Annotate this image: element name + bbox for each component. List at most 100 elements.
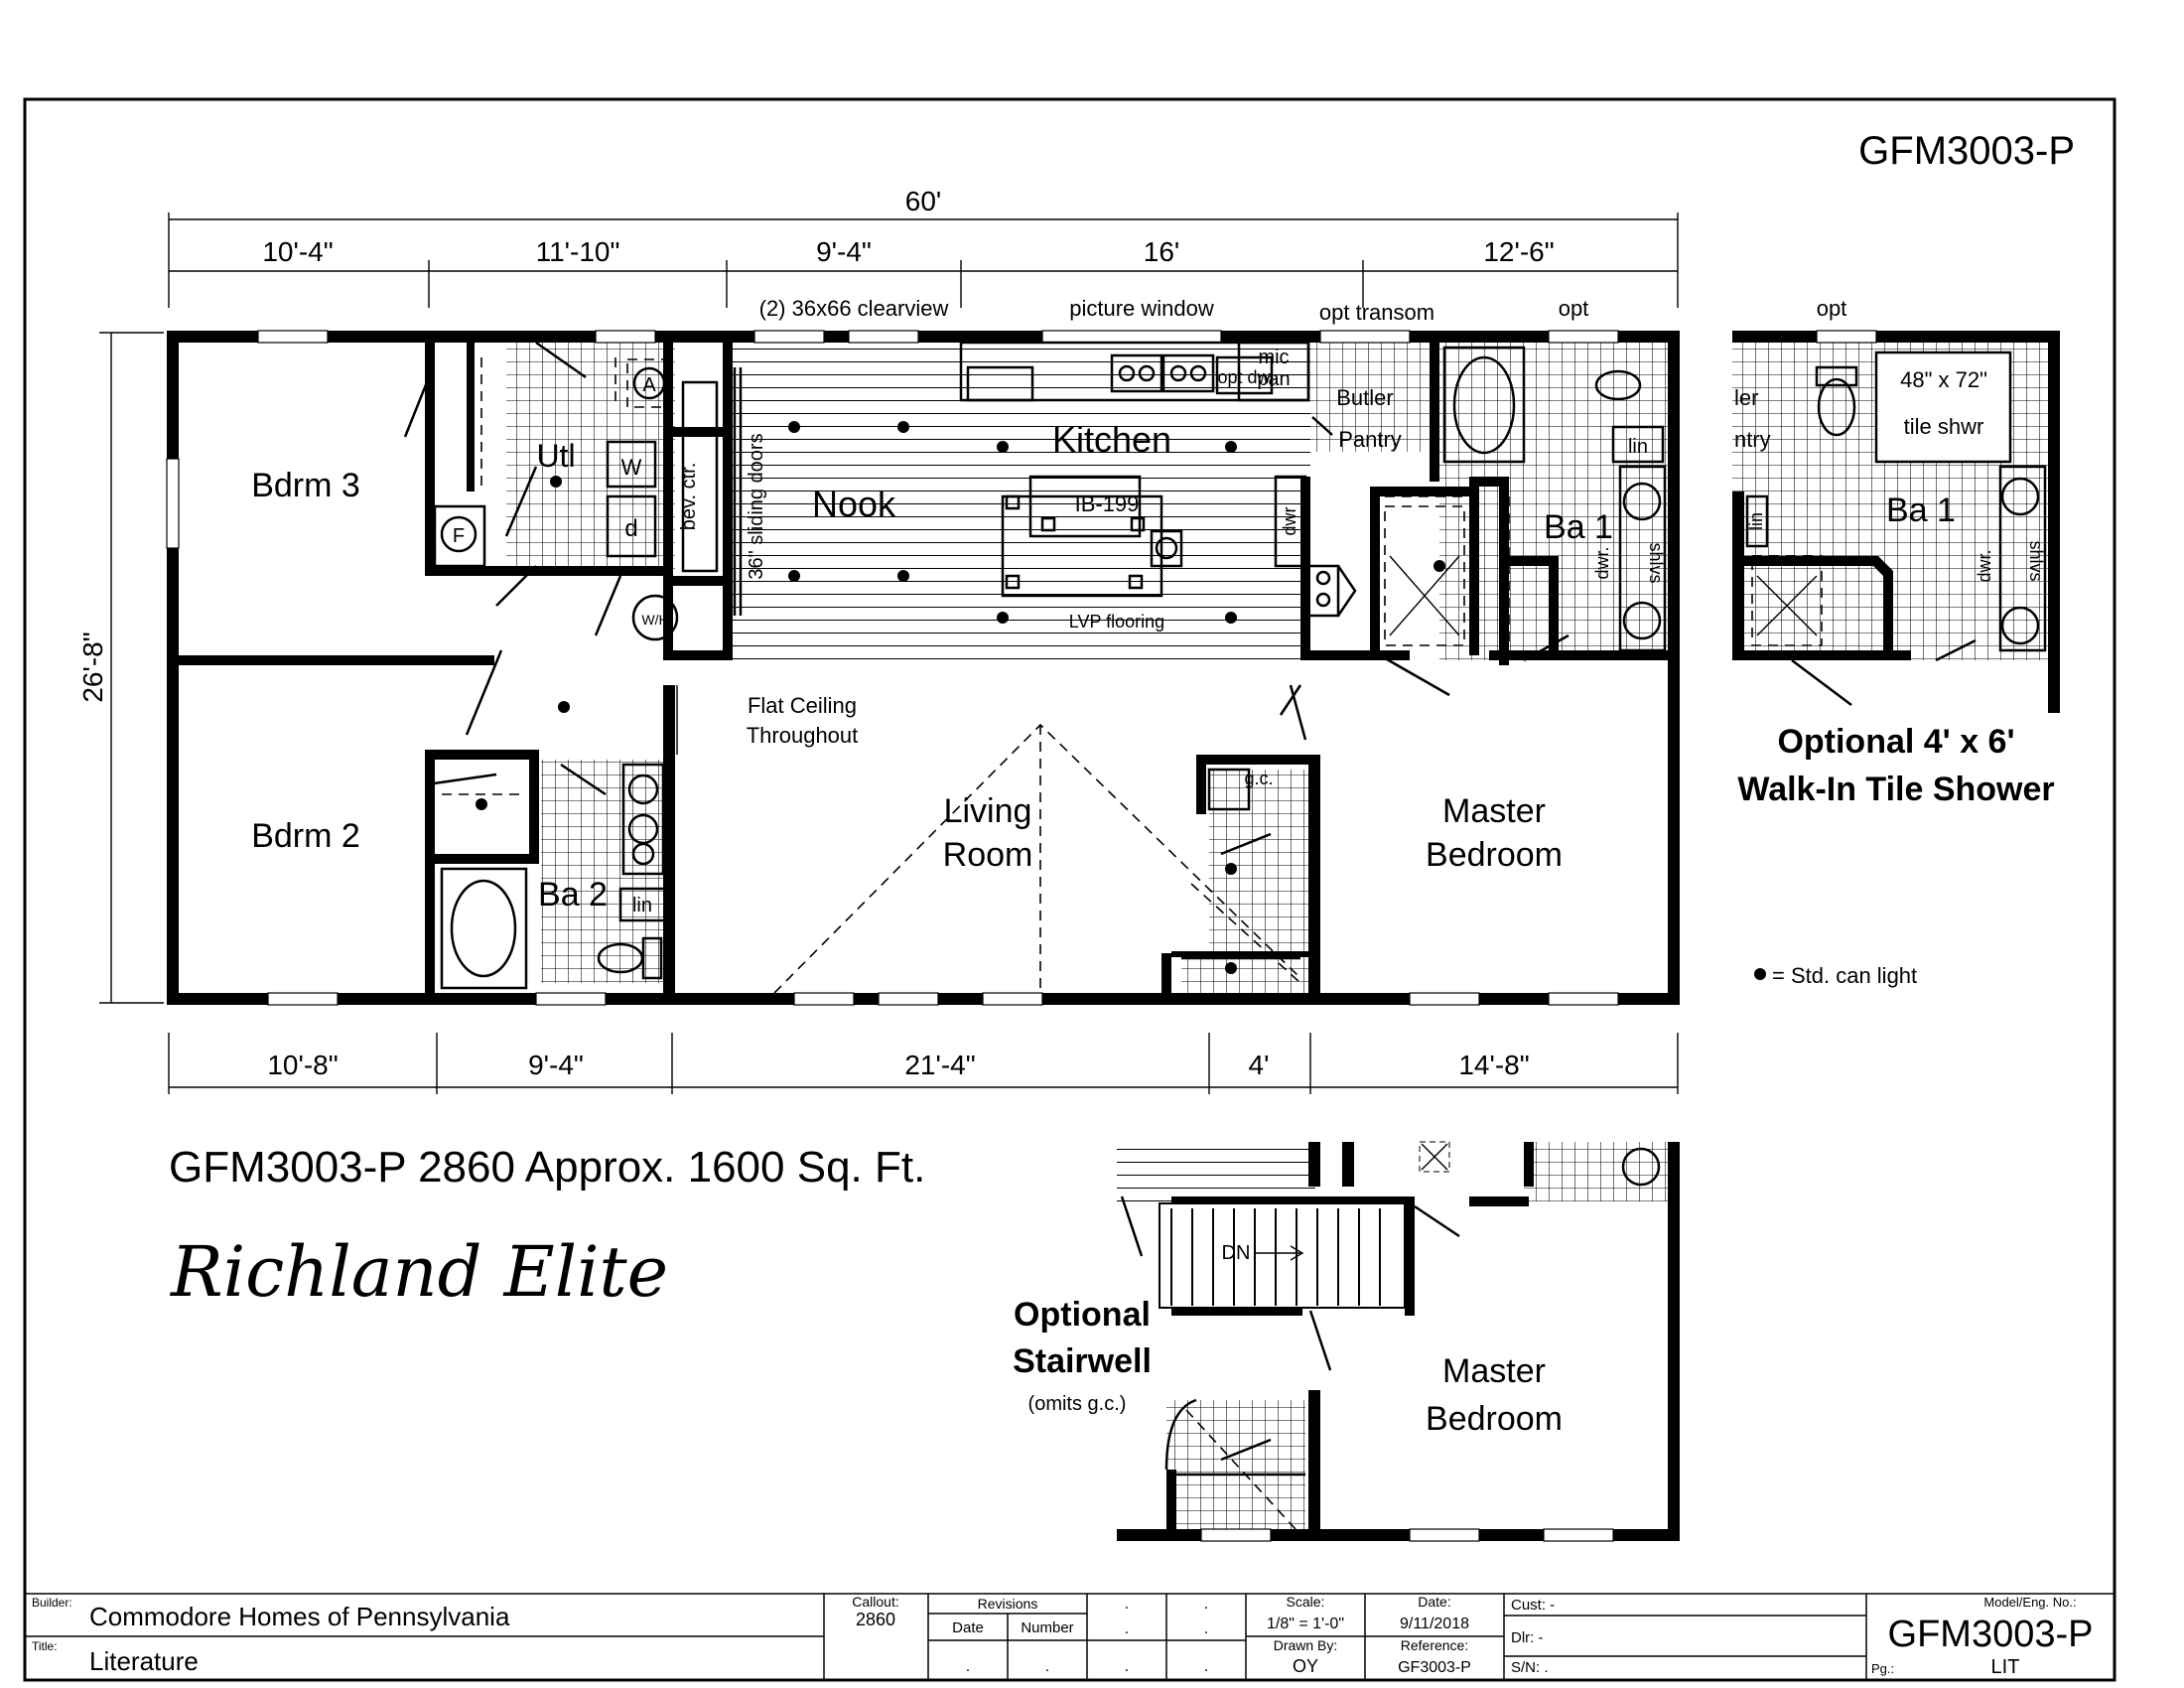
shower-inset: 48" x 72" tile shwr opt ler ntry Ba 1 li… bbox=[1732, 296, 2060, 808]
flat-ceiling-label-1: Flat Ceiling bbox=[748, 693, 857, 718]
dim-bottom-4: 4' bbox=[1249, 1050, 1270, 1080]
bdrm2-label: Bdrm 2 bbox=[251, 817, 360, 855]
can-light-dot bbox=[1225, 863, 1237, 875]
rev-dot-1: . bbox=[1125, 1596, 1129, 1613]
kitchen-label: Kitchen bbox=[1052, 419, 1171, 460]
opt-dishwasher-label: opt dw bbox=[1217, 367, 1271, 387]
model-number-top: GFM3003-P bbox=[1858, 129, 2075, 173]
can-light-dot bbox=[997, 441, 1009, 453]
ac-label: A bbox=[642, 374, 656, 396]
dim-top-4: 16' bbox=[1144, 236, 1180, 267]
drawn-label: Drawn By: bbox=[1274, 1637, 1338, 1653]
closet-tile-floor bbox=[1209, 770, 1308, 953]
can-light-legend-label: = Std. can light bbox=[1772, 963, 1917, 988]
main-floor-plan: W d F A W/H Utl opt dw mic bbox=[166, 330, 1680, 1006]
can-light-dot bbox=[897, 570, 909, 582]
title-value: Literature bbox=[89, 1646, 199, 1676]
ba1-dwr-label: dwr. bbox=[1592, 546, 1612, 579]
shower-tile-size: 48" x 72" bbox=[1900, 367, 1987, 392]
furnace-label: F bbox=[453, 525, 465, 547]
rev-dot-6: . bbox=[1045, 1658, 1049, 1675]
butler-label-2: Pantry bbox=[1338, 427, 1402, 452]
scale-label: Scale: bbox=[1287, 1594, 1325, 1610]
rev-dot-5: . bbox=[966, 1658, 970, 1675]
butler-pantry-tile-floor bbox=[1310, 343, 1449, 452]
pg-value: LIT bbox=[1991, 1656, 2020, 1678]
date-value: 9/11/2018 bbox=[1400, 1616, 1469, 1632]
rev-date-col: Date bbox=[952, 1619, 984, 1636]
can-light-dot bbox=[550, 476, 562, 488]
stair-title-1: Optional bbox=[1014, 1296, 1151, 1334]
model-eng-value: GFM3003-P bbox=[1888, 1614, 2094, 1655]
dryer-label: d bbox=[624, 515, 637, 542]
stairwell-inset: DN Optional Stairwell (omits g.c.) Maste… bbox=[1013, 1141, 1680, 1542]
ba1-label: Ba 1 bbox=[1544, 508, 1613, 546]
ba2-label: Ba 2 bbox=[538, 876, 608, 914]
flat-ceiling-label-2: Throughout bbox=[747, 723, 859, 748]
gc-label: g.c. bbox=[1244, 769, 1273, 788]
builder-label: Builder: bbox=[32, 1596, 72, 1610]
shower-title-2: Walk-In Tile Shower bbox=[1737, 771, 2054, 808]
can-light-dot bbox=[1225, 612, 1237, 624]
dim-bottom-3: 21'-4" bbox=[904, 1050, 975, 1080]
shower-ler: ler bbox=[1734, 385, 1758, 410]
can-light-dot bbox=[788, 570, 800, 582]
mic-label: mic bbox=[1258, 347, 1289, 368]
pan-label: pan bbox=[1257, 368, 1290, 390]
exterior-wall-left bbox=[167, 331, 179, 1005]
callout-label: Callout: bbox=[852, 1594, 898, 1610]
ba1-shlvs-label: shlvs bbox=[1646, 542, 1666, 583]
note-opt: opt bbox=[1559, 296, 1589, 321]
window-notes: (2) 36x66 clearview picture window opt t… bbox=[759, 296, 1589, 325]
shower-dwr: dwr. bbox=[1975, 549, 1994, 582]
utility-label: Utl bbox=[536, 438, 575, 474]
drawn-value: OY bbox=[1293, 1656, 1318, 1676]
dim-top-3: 9'-4" bbox=[816, 236, 872, 267]
vaulted-ceiling-lines bbox=[773, 723, 1301, 994]
callout-value: 2860 bbox=[856, 1610, 895, 1629]
note-picture-window: picture window bbox=[1069, 296, 1214, 321]
rev-dot-4: . bbox=[1204, 1620, 1208, 1637]
dim-overall: 60' bbox=[905, 186, 942, 216]
exterior-wall-right bbox=[1668, 331, 1680, 1005]
ba2-lin-label: lin bbox=[632, 895, 652, 916]
stair-note: (omits g.c.) bbox=[1028, 1393, 1127, 1415]
rev-dot-8: . bbox=[1204, 1658, 1208, 1675]
title-block: Builder: Commodore Homes of Pennsylvania… bbox=[24, 1593, 2116, 1681]
shower-ntry: ntry bbox=[1734, 427, 1771, 452]
dim-side: 26'-8" bbox=[77, 632, 108, 702]
title-label: Title: bbox=[32, 1639, 58, 1653]
dim-top-1: 10'-4" bbox=[262, 236, 333, 267]
stair-outline bbox=[1159, 1202, 1406, 1309]
shower-opt: opt bbox=[1817, 296, 1847, 321]
note-opt-transom: opt transom bbox=[1319, 300, 1434, 325]
scale-value: 1/8" = 1'-0" bbox=[1267, 1616, 1344, 1632]
dwr-label: dwr bbox=[1280, 506, 1299, 535]
note-clearview: (2) 36x66 clearview bbox=[759, 296, 949, 321]
revisions-label: Revisions bbox=[978, 1596, 1038, 1612]
shower-lin: lin bbox=[1746, 512, 1766, 530]
ba2-tile-floor bbox=[541, 760, 670, 983]
butler-label-1: Butler bbox=[1336, 385, 1393, 410]
island-label: IB-199 bbox=[1075, 492, 1140, 516]
dim-bottom-5: 14'-8" bbox=[1458, 1050, 1529, 1080]
dlr-value: Dlr: - bbox=[1511, 1629, 1544, 1646]
can-light-dot bbox=[1433, 560, 1445, 572]
can-light-dot bbox=[997, 612, 1009, 624]
lvp-flooring-label: LVP flooring bbox=[1069, 612, 1164, 632]
master-label-1: Master bbox=[1442, 792, 1546, 830]
rev-dot-3: . bbox=[1125, 1620, 1129, 1637]
stair-master-2: Bedroom bbox=[1426, 1400, 1563, 1438]
nook-kitchen-lvp-floor bbox=[733, 343, 1310, 660]
rev-dot-7: . bbox=[1125, 1658, 1129, 1675]
living-label-2: Room bbox=[943, 836, 1033, 874]
reference-label: Reference: bbox=[1401, 1637, 1468, 1653]
plan-script-name: Richland Elite bbox=[169, 1231, 668, 1313]
dim-bottom-2: 9'-4" bbox=[528, 1050, 584, 1080]
rev-dot-2: . bbox=[1204, 1596, 1208, 1613]
reference-value: GF3003-P bbox=[1398, 1659, 1471, 1676]
sn-value: S/N: . bbox=[1511, 1659, 1549, 1676]
stair-dn: DN bbox=[1222, 1242, 1251, 1264]
can-light-legend-dot bbox=[1754, 968, 1766, 980]
date-label: Date: bbox=[1418, 1594, 1450, 1610]
